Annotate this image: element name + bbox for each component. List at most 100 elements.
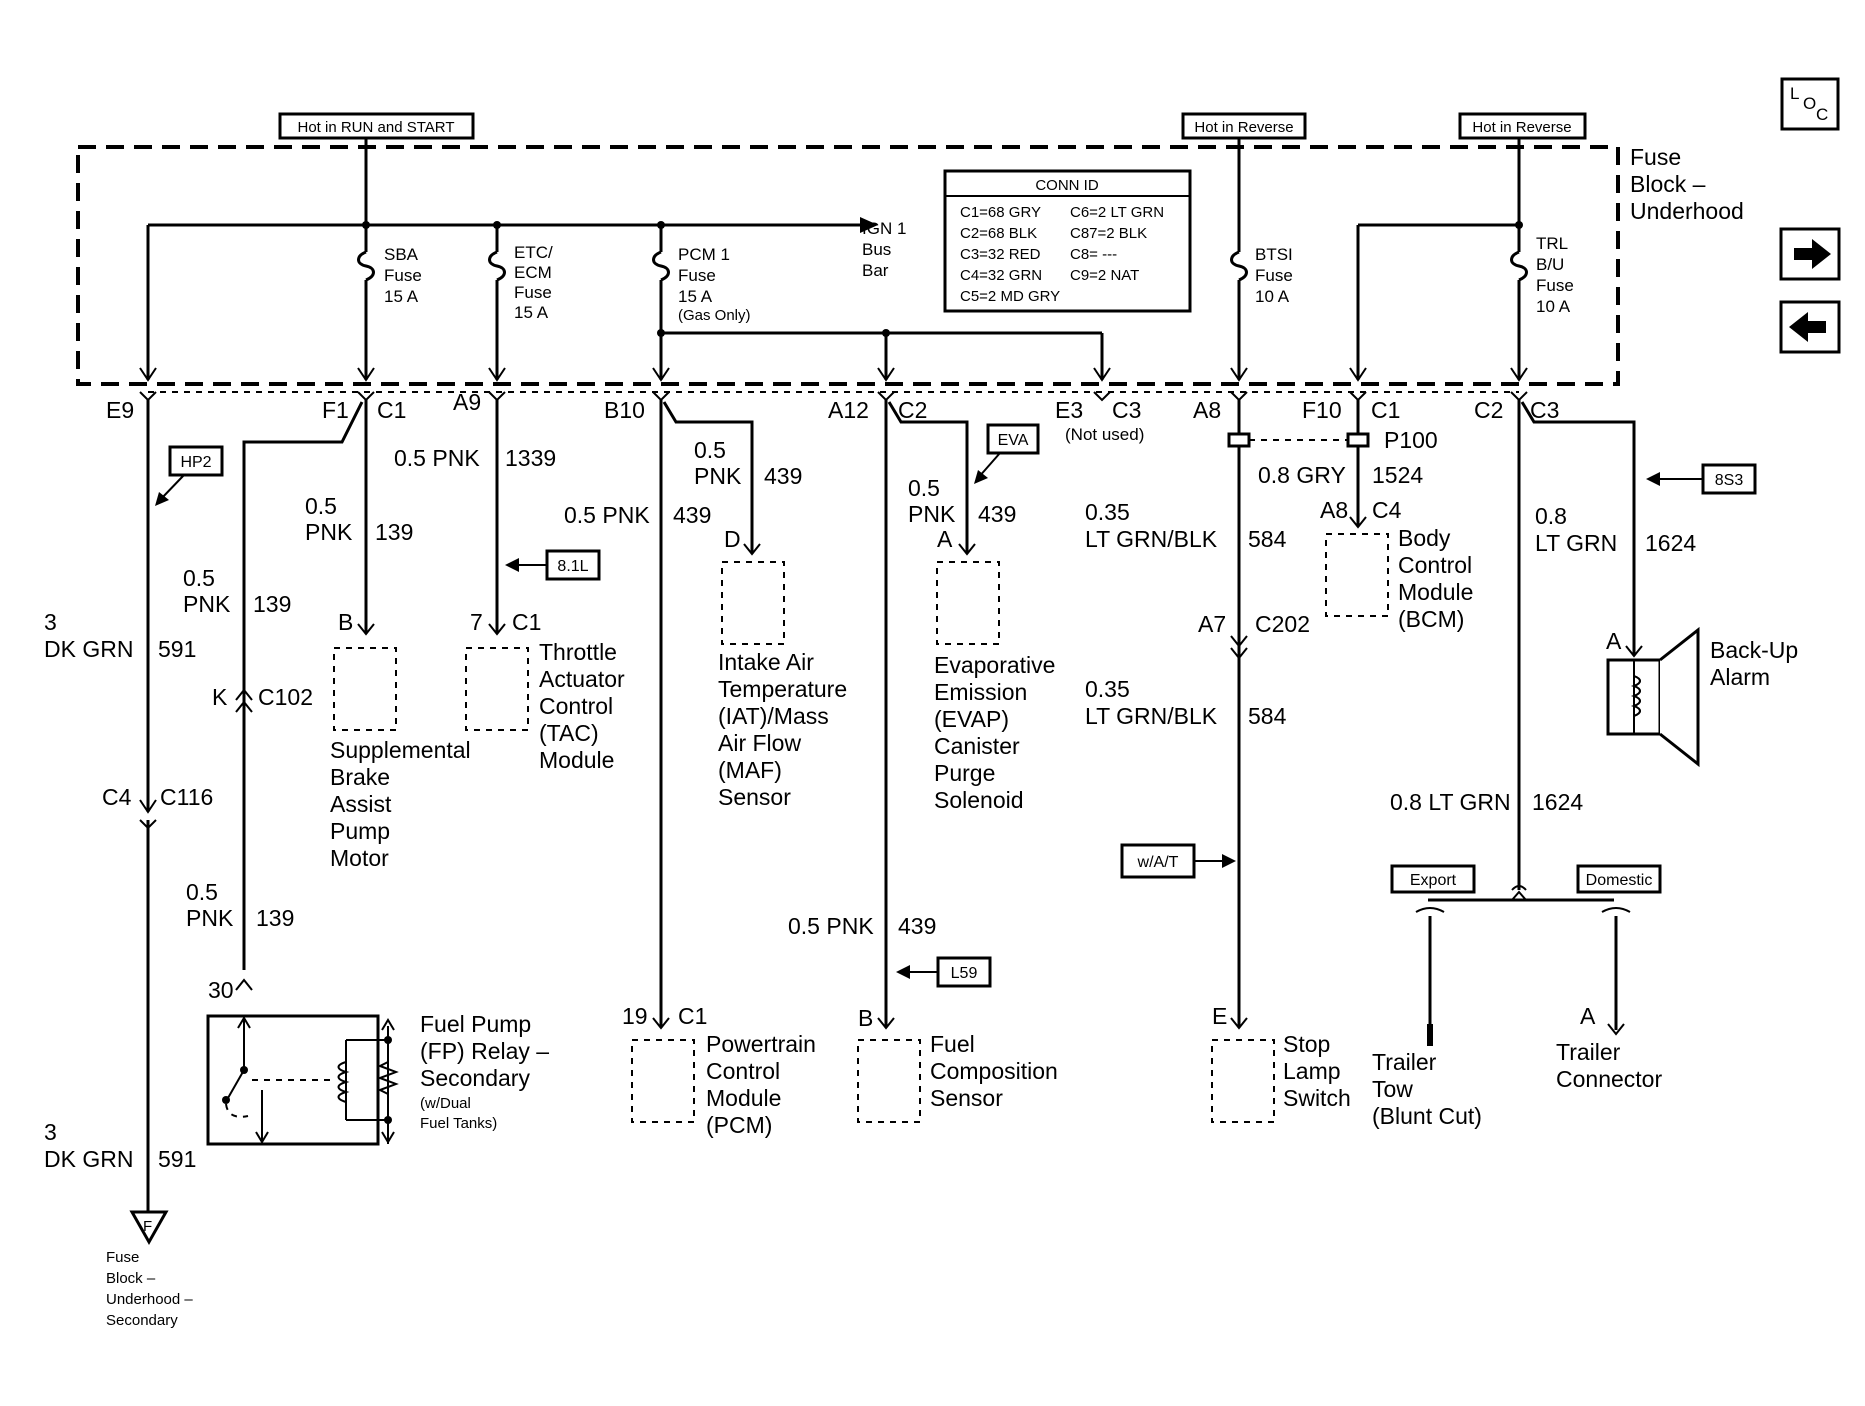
svg-text:B10: B10 — [604, 397, 645, 423]
svg-text:7: 7 — [470, 609, 483, 635]
svg-text:C202: C202 — [1255, 611, 1310, 637]
wire-584-lower: 0.35 LT GRN/BLK 584 — [1085, 676, 1287, 729]
svg-text:C8= ---: C8= --- — [1070, 246, 1117, 263]
svg-text:F10: F10 — [1302, 397, 1342, 423]
svg-text:C5=2 MD GRY: C5=2 MD GRY — [960, 288, 1060, 305]
svg-text:TRL: TRL — [1536, 234, 1568, 253]
fuse-block-outline — [76, 145, 1620, 386]
svg-text:0.8 GRY: 0.8 GRY — [1258, 462, 1346, 488]
svg-text:8S3: 8S3 — [1715, 472, 1744, 489]
pcm-label: Powertrain Control Module (PCM) — [706, 1031, 816, 1138]
supplemental-brake-label: Supplemental Brake Assist Pump Motor — [330, 737, 471, 871]
svg-text:L: L — [1790, 84, 1799, 103]
wire-439-evap: 0.5 PNK 439 — [908, 475, 1016, 527]
wire-439-fuelcomp: 0.5 PNK 439 — [788, 913, 936, 939]
ign-bus-bar-label: IGN 1 Bus Bar — [862, 219, 906, 280]
svg-text:(IAT)/Mass: (IAT)/Mass — [718, 703, 829, 729]
svg-text:Tow: Tow — [1372, 1076, 1413, 1102]
svg-text:Underhood –: Underhood – — [106, 1291, 193, 1308]
relay-icon — [222, 1016, 399, 1144]
wire-1624-lower: 0.8 LT GRN 1624 — [1390, 789, 1583, 815]
svg-text:F: F — [143, 1218, 152, 1235]
svg-text:15 A: 15 A — [678, 287, 713, 306]
svg-text:Block –: Block – — [106, 1270, 156, 1287]
svg-text:3: 3 — [44, 609, 57, 635]
svg-text:Underhood: Underhood — [1630, 198, 1744, 224]
svg-text:C2=68 BLK: C2=68 BLK — [960, 225, 1037, 242]
svg-text:Actuator: Actuator — [539, 666, 625, 692]
svg-text:A: A — [1606, 628, 1622, 654]
fuse-block-secondary-label: Fuse Block – Underhood – Secondary — [106, 1249, 193, 1329]
svg-text:C3: C3 — [1112, 397, 1141, 423]
svg-text:Domestic: Domestic — [1586, 872, 1653, 889]
trailer-tow-label: Trailer Tow (Blunt Cut) — [1372, 1049, 1482, 1129]
svg-text:C6=2 LT GRN: C6=2 LT GRN — [1070, 204, 1164, 221]
trailer-connector-label: Trailer Connector — [1556, 1039, 1662, 1092]
svg-text:Fuse: Fuse — [106, 1249, 139, 1266]
svg-text:439: 439 — [898, 913, 936, 939]
svg-text:591: 591 — [158, 636, 196, 662]
svg-text:Hot in RUN and START: Hot in RUN and START — [298, 119, 455, 136]
power-source-run-start: Hot in RUN and START — [278, 112, 475, 140]
svg-text:(TAC): (TAC) — [539, 720, 599, 746]
connector-c202: A7 C202 — [1198, 611, 1310, 637]
svg-text:15 A: 15 A — [514, 303, 549, 322]
svg-text:139: 139 — [375, 519, 413, 545]
evap-solenoid-label: Evaporative Emission (EVAP) Canister Pur… — [934, 652, 1055, 813]
fuel-pump-relay-label: Fuel Pump (FP) Relay – Secondary (w/Dual… — [420, 1011, 549, 1132]
svg-text:LT GRN/BLK: LT GRN/BLK — [1085, 703, 1218, 729]
svg-text:Module: Module — [539, 747, 614, 773]
option-tag-8s3: 8S3 — [1646, 463, 1757, 495]
stop-lamp-switch-label: Stop Lamp Switch — [1283, 1031, 1351, 1111]
svg-text:Fuel: Fuel — [930, 1031, 975, 1057]
wire-439-iat: 0.5 PNK 439 — [694, 437, 802, 489]
wire-584-upper: 0.35 LT GRN/BLK 584 — [1085, 499, 1287, 552]
svg-text:Fuse: Fuse — [514, 283, 552, 302]
svg-text:HP2: HP2 — [180, 454, 211, 471]
fuse-icon — [357, 225, 375, 380]
svg-text:10 A: 10 A — [1536, 297, 1571, 316]
svg-text:A8: A8 — [1193, 397, 1221, 423]
svg-text:C: C — [1816, 105, 1828, 124]
svg-text:PNK: PNK — [305, 519, 353, 545]
svg-text:8.1L: 8.1L — [557, 558, 588, 575]
svg-text:439: 439 — [673, 502, 711, 528]
svg-text:B: B — [858, 1005, 873, 1031]
svg-text:30: 30 — [208, 977, 234, 1003]
tac-module-label: Throttle Actuator Control (TAC) Module — [539, 639, 625, 773]
svg-text:Solenoid: Solenoid — [934, 787, 1024, 813]
fuel-pump-relay — [206, 1014, 399, 1146]
fuel-composition-sensor-label: Fuel Composition Sensor — [930, 1031, 1058, 1111]
svg-text:Module: Module — [706, 1085, 781, 1111]
next-arrow-icon[interactable] — [1779, 227, 1841, 281]
svg-text:0.5: 0.5 — [694, 437, 726, 463]
svg-text:Intake Air: Intake Air — [718, 649, 814, 675]
svg-text:Trailer: Trailer — [1556, 1039, 1621, 1065]
previous-arrow-icon[interactable] — [1779, 300, 1841, 354]
svg-text:A12: A12 — [828, 397, 869, 423]
svg-text:K: K — [212, 684, 228, 710]
fuse-sba-label: SBA Fuse 15 A — [384, 245, 422, 306]
svg-text:IGN 1: IGN 1 — [862, 219, 906, 238]
svg-text:(EVAP): (EVAP) — [934, 706, 1009, 732]
svg-text:PNK: PNK — [186, 905, 234, 931]
wire-591-upper: 3 DK GRN 591 — [44, 609, 196, 662]
svg-text:PNK: PNK — [908, 501, 956, 527]
svg-text:Fuse: Fuse — [678, 266, 716, 285]
svg-text:C4: C4 — [102, 784, 132, 810]
loc-icon[interactable]: L O C — [1780, 77, 1840, 131]
option-tag-hp2: HP2 — [155, 445, 224, 506]
svg-text:(BCM): (BCM) — [1398, 606, 1464, 632]
svg-text:A: A — [1580, 1003, 1596, 1029]
svg-text:Fuse: Fuse — [1536, 276, 1574, 295]
svg-text:15 A: 15 A — [384, 287, 419, 306]
wire-139-lower: 0.5 PNK 139 — [186, 879, 294, 931]
svg-text:D: D — [724, 526, 741, 552]
svg-text:CONN ID: CONN ID — [1035, 177, 1099, 194]
svg-text:0.5: 0.5 — [183, 565, 215, 591]
svg-text:Fuse: Fuse — [384, 266, 422, 285]
svg-text:Sensor: Sensor — [718, 784, 791, 810]
svg-text:(Not used): (Not used) — [1065, 425, 1144, 444]
connector-c102: K C102 — [212, 684, 313, 710]
